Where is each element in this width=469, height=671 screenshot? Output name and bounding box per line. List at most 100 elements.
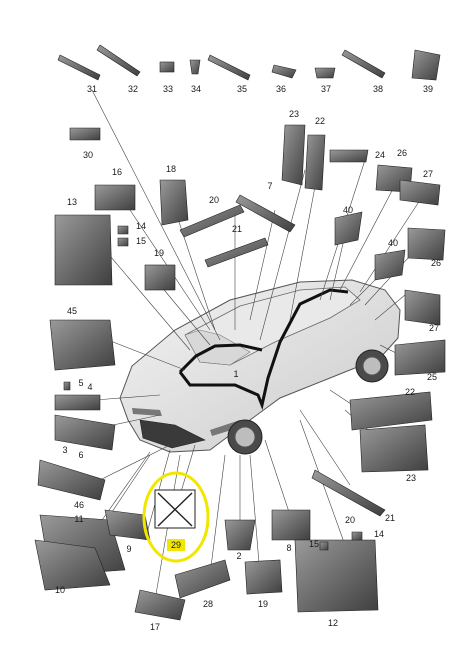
callout-14: 14 (374, 529, 384, 539)
part-10 (34, 539, 111, 591)
car-headlight-right (210, 420, 240, 436)
callout-8: 8 (286, 543, 291, 553)
callout-40: 40 (388, 238, 398, 248)
callout-28: 28 (203, 599, 213, 609)
callout-37: 37 (321, 84, 331, 94)
part-27b (404, 289, 441, 326)
part-31 (57, 54, 101, 81)
part-36 (271, 64, 297, 79)
part-40b (374, 249, 406, 281)
callout-4: 4 (87, 382, 92, 392)
callout-21: 21 (385, 513, 395, 523)
callout-40: 40 (343, 205, 353, 215)
callout-15: 15 (309, 539, 319, 549)
part-20b (311, 469, 386, 517)
callout-17: 17 (150, 622, 160, 632)
callout-6: 6 (78, 450, 83, 460)
part-16 (94, 184, 136, 211)
car-windshield (184, 329, 251, 366)
callout-2: 2 (236, 551, 241, 561)
part-5 (63, 381, 71, 391)
part-28 (174, 559, 231, 599)
callout-32: 32 (128, 84, 138, 94)
part-3 (54, 414, 116, 451)
car-illustration (119, 279, 401, 455)
callout-23: 23 (406, 473, 416, 483)
part-30 (69, 127, 101, 141)
callout-16: 16 (112, 167, 122, 177)
callout-29: 29 (171, 540, 181, 550)
callout-19: 19 (154, 248, 164, 258)
callout-34: 34 (191, 84, 201, 94)
callout-27: 27 (423, 169, 433, 179)
part-34 (189, 59, 201, 75)
part-21a (204, 237, 269, 268)
highlight-ring (142, 471, 210, 563)
callout-7: 7 (267, 181, 272, 191)
part-12 (294, 539, 379, 613)
part-32 (96, 44, 141, 77)
callout-24: 24 (375, 150, 385, 160)
part-15b (319, 541, 329, 551)
callout-9: 9 (126, 544, 131, 554)
car-front-wheel-rim (234, 426, 256, 448)
part-4 (54, 394, 101, 411)
callout-38: 38 (373, 84, 383, 94)
callout-21: 21 (232, 224, 242, 234)
car-grille (139, 419, 206, 449)
part-22b (349, 391, 433, 431)
part-27a (399, 179, 441, 206)
part-7 (235, 194, 296, 233)
wiring-harness (178, 288, 349, 411)
part-15 (117, 237, 129, 247)
callout-25: 25 (427, 372, 437, 382)
callout-3: 3 (62, 445, 67, 455)
part-45 (49, 319, 116, 371)
part-23a (281, 124, 306, 186)
car-headlight-left (132, 408, 162, 416)
wiring-harness-front (178, 343, 263, 374)
callout-5: 5 (78, 378, 83, 388)
part-37 (314, 67, 336, 79)
part-40a (334, 211, 363, 246)
part-35 (207, 54, 251, 81)
callout-45: 45 (67, 306, 77, 316)
part-2 (224, 519, 256, 551)
callout-13: 13 (67, 197, 77, 207)
part-24 (329, 149, 369, 163)
callout-20: 20 (345, 515, 355, 525)
callout-27: 27 (429, 323, 439, 333)
callout-18: 18 (166, 164, 176, 174)
part-38 (341, 49, 386, 79)
callout-19: 19 (258, 599, 268, 609)
callout-22: 22 (315, 116, 325, 126)
part-29-frame (157, 492, 193, 527)
callout-23: 23 (289, 109, 299, 119)
car-rear-wheel-rim (362, 356, 382, 376)
callout-20: 20 (209, 195, 219, 205)
callout-14: 14 (136, 221, 146, 231)
part-17 (134, 589, 186, 621)
part-25 (394, 339, 446, 376)
part-33 (159, 61, 175, 73)
part-14b (351, 531, 363, 541)
part-14 (117, 225, 129, 235)
part-13 (54, 214, 113, 286)
part-18 (159, 179, 189, 226)
callout-10: 10 (55, 585, 65, 595)
part-8 (271, 509, 311, 541)
callout-highlight-bg (167, 539, 185, 551)
callout-22: 22 (405, 387, 415, 397)
callout-36: 36 (276, 84, 286, 94)
part-20a (179, 204, 245, 238)
callout-46: 46 (74, 500, 84, 510)
callout-33: 33 (163, 84, 173, 94)
part-22a (304, 134, 326, 191)
part-39 (411, 49, 441, 81)
callout-35: 35 (237, 84, 247, 94)
part-19 (144, 264, 176, 291)
callout-31: 31 (87, 84, 97, 94)
callout-30: 30 (83, 150, 93, 160)
